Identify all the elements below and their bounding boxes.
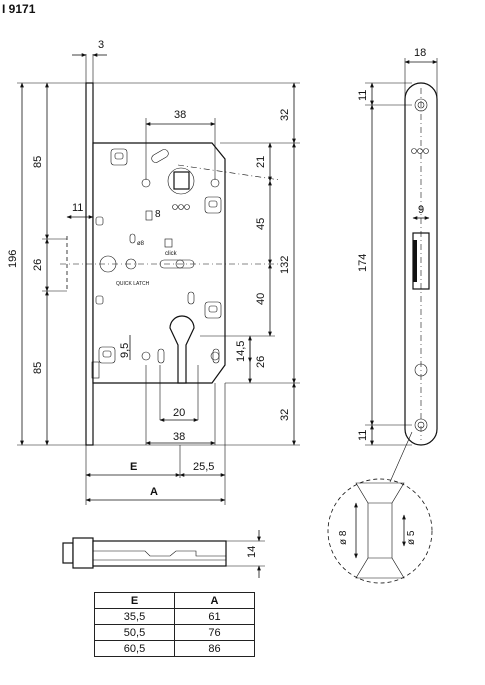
svg-text:14,5: 14,5: [235, 341, 247, 362]
table-cell: 35,5: [94, 608, 175, 625]
svg-text:3: 3: [98, 39, 104, 51]
guide-icon-1: [110, 148, 128, 166]
euro-cylinder: [169, 315, 195, 384]
svg-text:11: 11: [72, 202, 83, 214]
svg-text:A: A: [150, 486, 158, 498]
svg-text:40: 40: [255, 293, 267, 305]
svg-text:26: 26: [255, 356, 267, 368]
svg-text:9,5: 9,5: [119, 343, 131, 358]
dimension-table: E A 35,5 61 50,5 76 60,5 86: [94, 592, 255, 657]
drawing-title: I 9171: [2, 2, 36, 16]
size-markers-side: [411, 148, 429, 154]
detail-circle: [327, 478, 433, 584]
table-row: 35,5 61: [94, 608, 255, 625]
follower-square: [173, 171, 190, 190]
svg-text:8: 8: [155, 209, 161, 220]
svg-text:11: 11: [357, 430, 369, 441]
svg-text:E: E: [130, 461, 137, 473]
svg-text:26: 26: [32, 259, 44, 271]
column-header-e: E: [94, 592, 175, 609]
svg-text:196: 196: [7, 250, 19, 268]
svg-text:14: 14: [246, 546, 258, 558]
svg-text:85: 85: [32, 156, 44, 168]
svg-text:32: 32: [279, 409, 291, 421]
svg-text:21: 21: [255, 156, 267, 168]
svg-text:174: 174: [357, 254, 369, 272]
table-row: 50,5 76: [94, 624, 255, 641]
svg-text:11: 11: [357, 90, 369, 101]
guide-icon-4: [98, 346, 116, 364]
latch-bolt: [99, 255, 117, 273]
svg-text:20: 20: [173, 407, 185, 419]
table-cell: 50,5: [94, 624, 175, 641]
table-header-row: E A: [94, 592, 255, 609]
svg-text:9: 9: [418, 204, 424, 216]
svg-text:click: click: [165, 251, 178, 257]
table-cell: 60,5: [94, 640, 175, 657]
guide-icon-2: [204, 196, 222, 214]
svg-text:18: 18: [414, 47, 426, 59]
svg-text:85: 85: [32, 362, 44, 374]
column-header-a: A: [174, 592, 255, 609]
table-cell: 61: [174, 608, 255, 625]
guide-icon-3: [204, 301, 222, 319]
svg-text:38: 38: [173, 431, 185, 443]
bottom-view: 14: [62, 530, 265, 578]
quick-latch-label: QUICK LATCH: [116, 281, 150, 287]
size-markers-front: [172, 204, 190, 210]
svg-text:ø8: ø8: [137, 241, 145, 247]
svg-text:38: 38: [174, 109, 186, 121]
svg-text:ø 5: ø 5: [406, 530, 417, 545]
svg-text:45: 45: [255, 218, 267, 230]
side-view: 18 9 11 174 11 ø 8 ø 5: [327, 47, 438, 584]
table-row: 60,5 86: [94, 640, 255, 657]
svg-text:25,5: 25,5: [193, 461, 214, 473]
table-cell: 86: [174, 640, 255, 657]
table-cell: 76: [174, 624, 255, 641]
bottom-body: [92, 540, 227, 567]
svg-text:132: 132: [279, 256, 291, 274]
front-view: QUICK LATCH click ø8 8 11 196: [7, 39, 300, 505]
svg-text:ø 8: ø 8: [338, 530, 349, 545]
svg-text:32: 32: [279, 109, 291, 121]
